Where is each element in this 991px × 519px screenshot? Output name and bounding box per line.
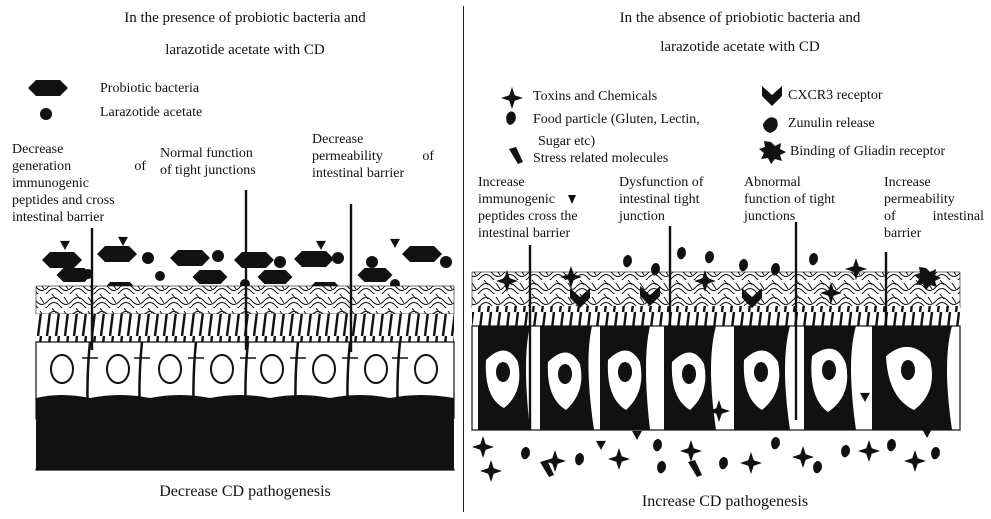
legend-gliadin-label: Binding of Gliadin receptor	[790, 143, 945, 160]
food-particle-icon	[506, 111, 516, 125]
larazotide-acetate-icon	[40, 108, 52, 120]
left-epithelial-cells	[36, 342, 454, 470]
stress-molecule-icon	[509, 147, 523, 164]
legend-larazotide-label: Larazotide acetate	[100, 104, 202, 121]
right-title-line2: larazotide acetate with CD	[540, 38, 940, 56]
probiotic-bacteria-icon	[28, 80, 68, 96]
gliadin-receptor-icon	[759, 141, 786, 164]
legend-zonulin-label: Zunulin release	[788, 115, 875, 132]
immunogenic-peptide-icon	[568, 195, 576, 204]
legend-cxcr3-label: CXCR3 receptor	[788, 87, 882, 104]
legend-food-label-2: Sugar etc)	[538, 133, 595, 150]
legend-stress-label: Stress related molecules	[533, 150, 668, 167]
legend-probiotic-label: Probiotic bacteria	[100, 80, 199, 97]
right-title-line1: In the absence of priobiotic bacteria an…	[540, 9, 940, 27]
left-outcome: Decrease CD pathogenesis	[110, 482, 380, 502]
left-title-line1: In the presence of probiotic bacteria an…	[60, 9, 430, 27]
toxins-star-icon	[501, 87, 523, 109]
panel-divider	[463, 6, 464, 512]
right-outcome: Increase CD pathogenesis	[580, 492, 870, 512]
right-tissue	[472, 222, 960, 482]
left-title-line2: larazotide acetate with CD	[60, 41, 430, 59]
legend-toxins-label: Toxins and Chemicals	[533, 88, 657, 105]
cxcr3-receptor-icon	[762, 86, 782, 106]
zonulin-icon	[763, 117, 778, 133]
legend-food-label-1: Food particle (Gluten, Lectin,	[533, 111, 700, 128]
left-tissue	[36, 190, 454, 470]
